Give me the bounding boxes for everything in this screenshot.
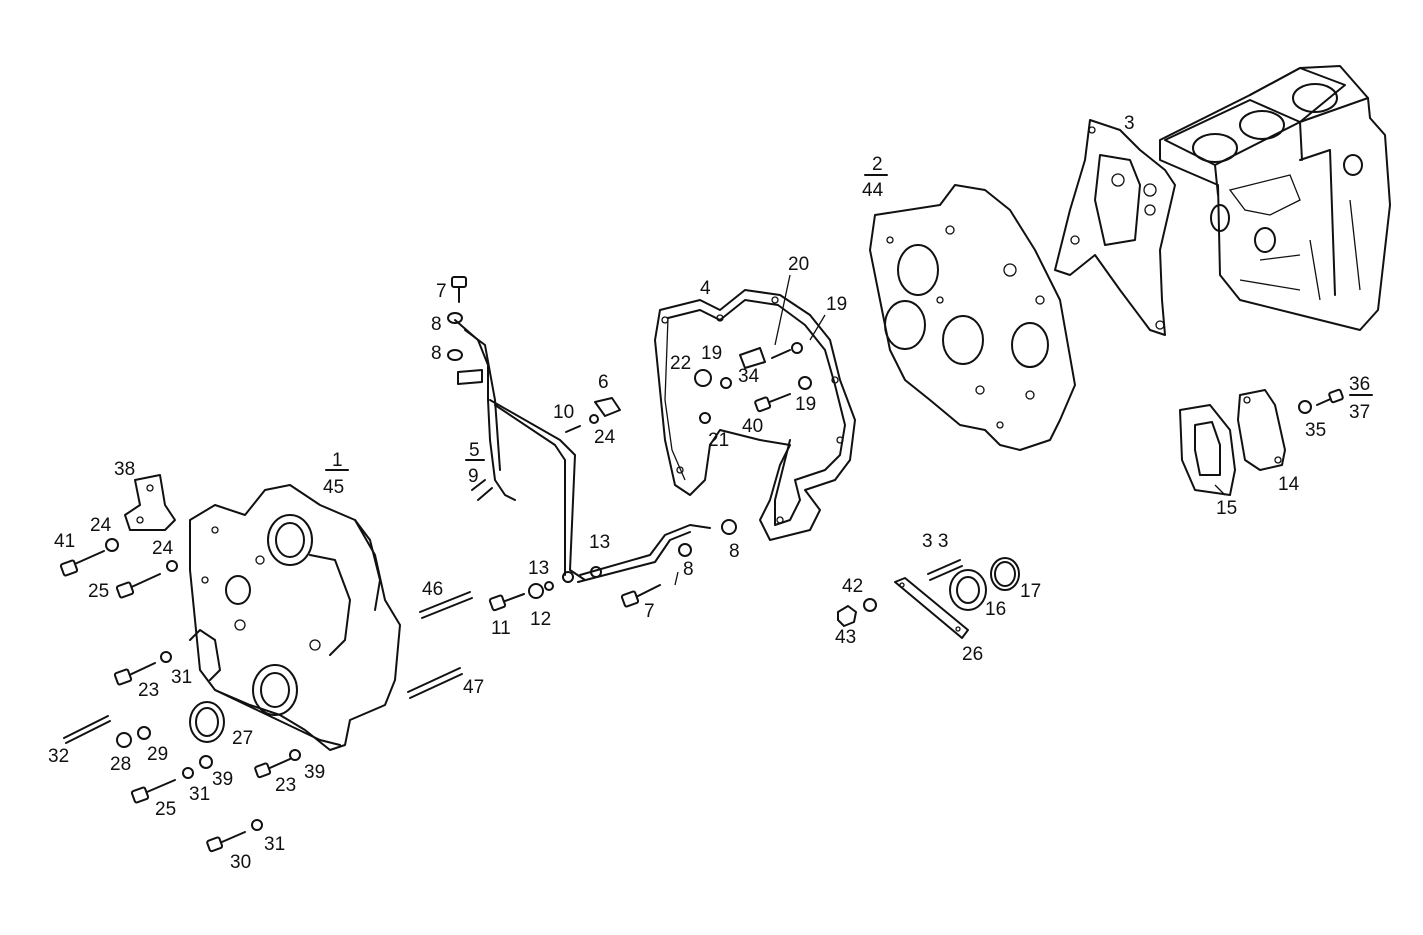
callout-27: 27 [232,728,253,749]
callout-20: 20 [788,254,809,275]
callout-labels: 1 45 2 44 3 4 5 9 6 7 7 8 8 8 8 10 11 12… [48,113,1370,873]
callout-13-b: 13 [589,532,610,553]
callout-8-top-b: 8 [431,343,442,364]
callout-15: 15 [1216,498,1237,519]
seal-16 [949,569,987,611]
callout-16: 16 [985,599,1006,620]
callout-6: 6 [598,372,609,393]
callout-7-top: 7 [436,281,447,302]
callout-34: 34 [738,366,760,387]
callout-10: 10 [553,402,574,423]
callout-1: 1 [332,450,343,471]
callout-39-a: 39 [212,769,233,790]
callout-24-b: 24 [152,538,174,559]
callout-33: 3 3 [922,531,948,552]
callout-8-top-a: 8 [431,314,442,335]
leader-lines [674,274,1226,586]
callout-19-b: 19 [826,294,847,315]
callout-14: 14 [1278,474,1300,495]
cover-plate-14 [1237,389,1286,471]
callout-8-lower-b: 8 [729,541,740,562]
callout-36: 36 [1349,374,1370,395]
callout-19-c: 19 [795,394,816,415]
callout-38: 38 [114,459,135,480]
callout-31-a: 31 [171,667,192,688]
callout-47: 47 [463,677,484,698]
callout-12: 12 [530,609,551,630]
callout-39-b: 39 [304,762,325,783]
callout-25-a: 25 [88,581,109,602]
tool-bar-26 [894,577,969,639]
callout-30: 30 [230,852,251,873]
oil-pipe-5 [454,319,711,583]
callout-5: 5 [469,440,480,461]
callout-26: 26 [962,644,983,665]
callout-43: 43 [835,627,856,648]
callout-37: 37 [1349,402,1370,423]
seal-27 [189,701,225,743]
fasteners [59,276,1344,853]
callout-4: 4 [700,278,711,299]
callout-45: 45 [323,477,344,498]
callout-22: 22 [670,353,691,374]
callout-24-c: 24 [594,427,616,448]
fraction-bars [325,174,1373,471]
callout-35: 35 [1305,420,1326,441]
callout-46: 46 [422,579,443,600]
callout-7-lower: 7 [644,601,655,622]
callout-23-a: 23 [138,680,159,701]
callout-17: 17 [1020,581,1041,602]
callout-44: 44 [862,180,884,201]
callout-8-lower-a: 8 [683,559,694,580]
gasket-15 [1179,404,1236,496]
callout-31-b: 31 [189,784,210,805]
callout-3: 3 [1124,113,1135,134]
callout-13-a: 13 [528,558,549,579]
callout-11: 11 [491,618,511,639]
callout-25-b: 25 [155,799,176,820]
callout-42: 42 [842,576,863,597]
callout-31-c: 31 [264,834,285,855]
callout-9: 9 [468,466,479,487]
front-timing-cover-1 [189,484,401,751]
intermediate-plate-2 [869,184,1076,451]
callout-41: 41 [54,531,75,552]
rear-gasket-3 [1054,119,1176,336]
callout-40: 40 [742,416,763,437]
callout-21: 21 [708,430,729,451]
ring-17 [990,557,1020,591]
callout-29: 29 [147,744,168,765]
callout-23-b: 23 [275,775,296,796]
engine-block [1159,65,1391,331]
callout-28: 28 [110,754,131,775]
callout-24-a: 24 [90,515,112,536]
callout-32: 32 [48,746,69,767]
callout-19-a: 19 [701,343,722,364]
timing-gasket-4 [654,289,856,541]
bracket-38 [124,474,176,531]
callout-2: 2 [872,154,883,175]
